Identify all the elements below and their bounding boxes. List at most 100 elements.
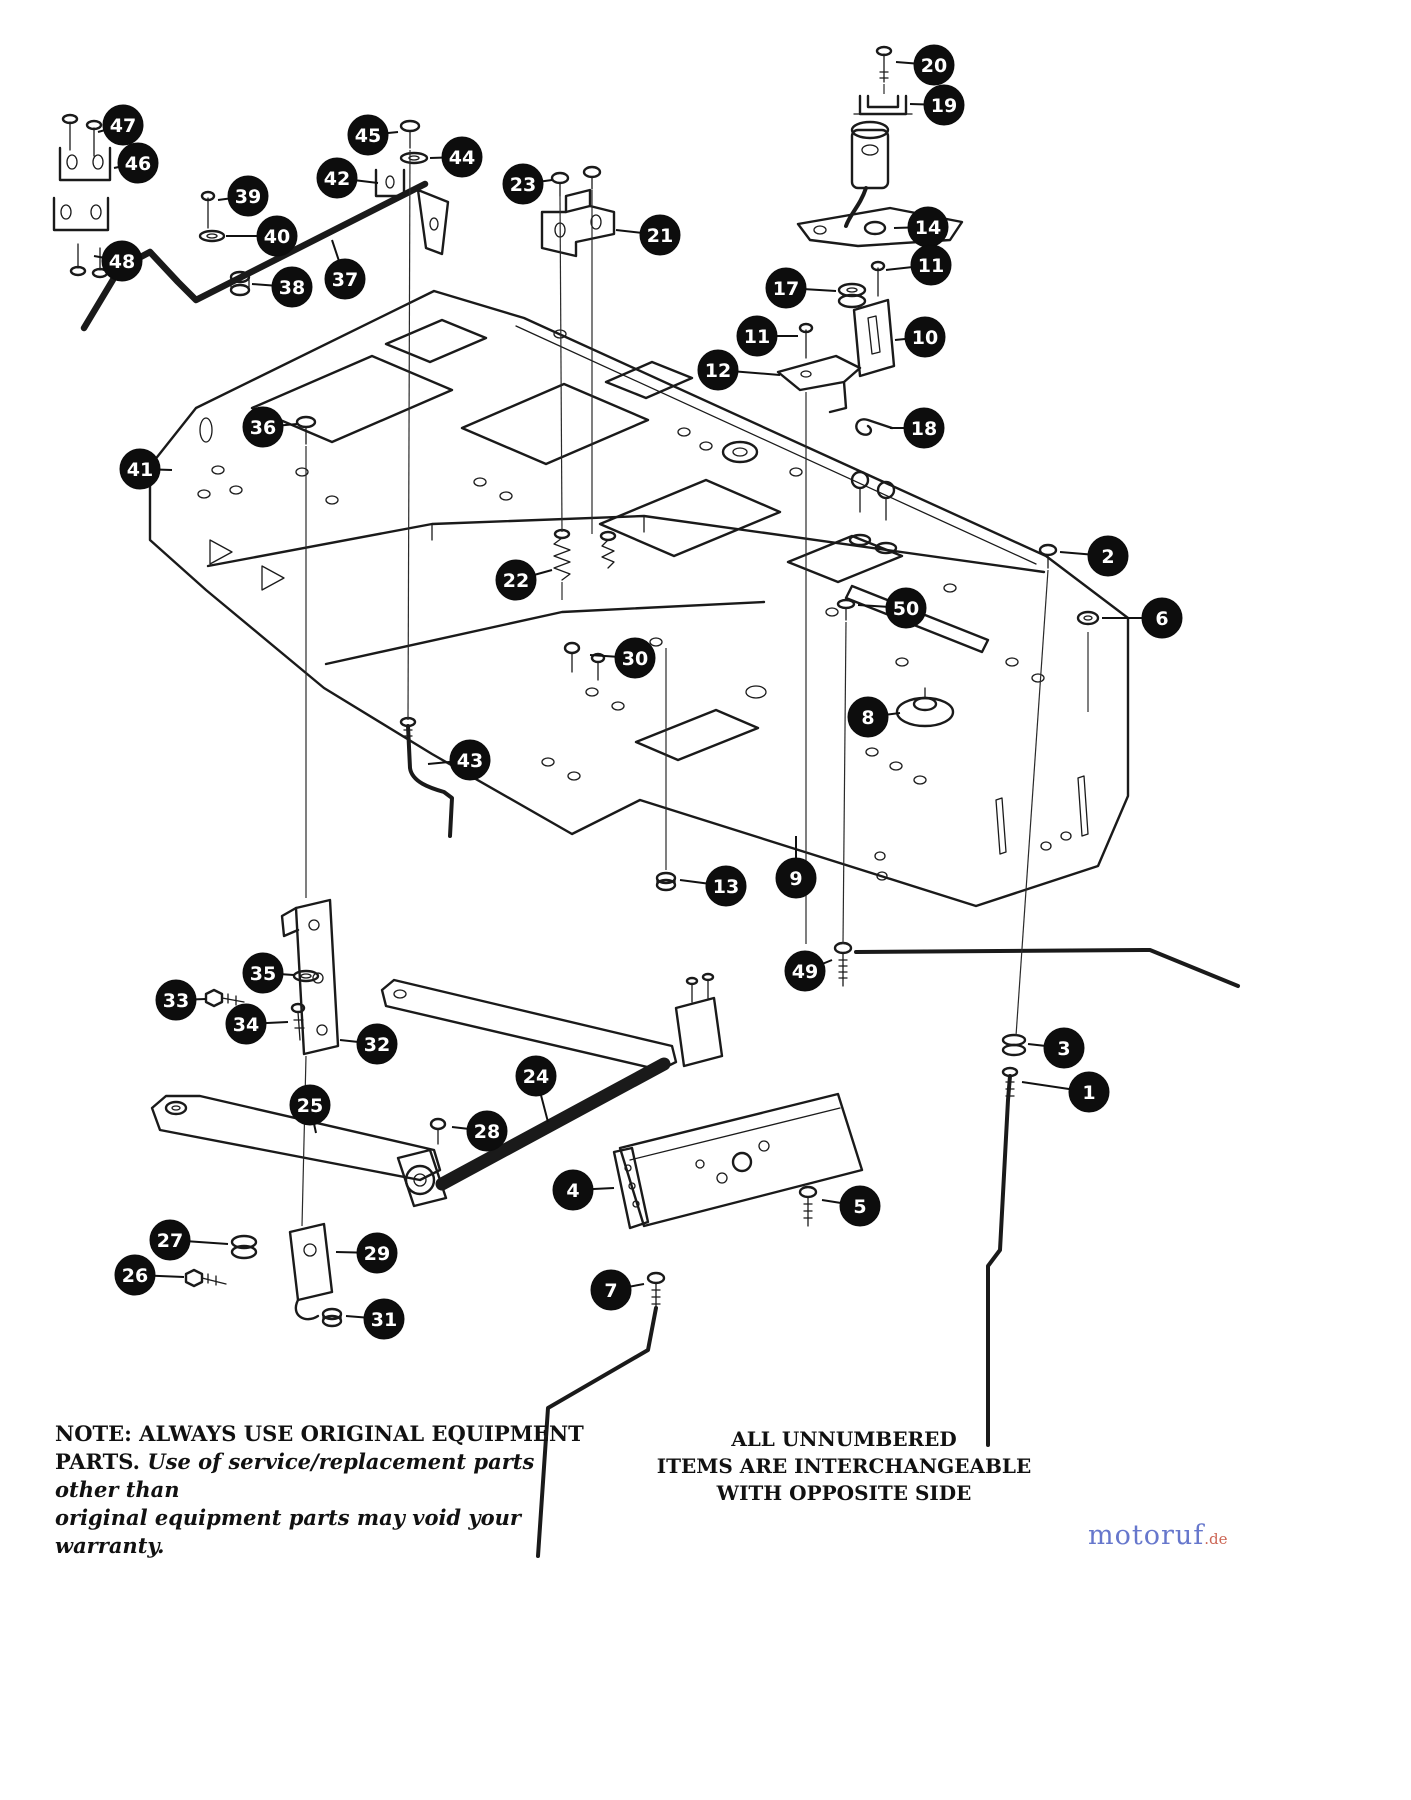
svg-text:8: 8 (861, 707, 874, 729)
callout-3: 3 (1027, 1027, 1085, 1069)
callout-12: 12 (697, 349, 781, 391)
svg-text:37: 37 (332, 269, 358, 291)
svg-text:47: 47 (110, 115, 136, 137)
callout-24: 24 (515, 1055, 557, 1123)
part-frame-chassis (148, 289, 1130, 908)
svg-text:34: 34 (233, 1014, 259, 1036)
callout-25: 25 (289, 1084, 331, 1134)
svg-text:27: 27 (157, 1230, 183, 1252)
note-line-2-rest: Use of service/replacement parts other t… (55, 1449, 535, 1502)
callout-41: 41 (119, 448, 173, 490)
note-line-1: NOTE: ALWAYS USE ORIGINAL EQUIPMENT (55, 1421, 584, 1446)
callout-19: 19 (909, 84, 965, 126)
svg-text:6: 6 (1155, 608, 1168, 630)
callout-31: 31 (345, 1298, 405, 1340)
svg-text:12: 12 (705, 360, 731, 382)
callout-2: 2 (1059, 535, 1129, 577)
svg-text:21: 21 (647, 225, 673, 247)
callout-5: 5 (821, 1185, 881, 1227)
callout-13: 13 (679, 865, 747, 907)
svg-text:25: 25 (297, 1095, 323, 1117)
note-right-line-3: WITH OPPOSITE SIDE (716, 1481, 972, 1505)
callout-26: 26 (114, 1254, 185, 1296)
callout-48: 48 (93, 240, 143, 282)
svg-text:14: 14 (915, 217, 941, 239)
svg-text:42: 42 (324, 168, 350, 190)
callout-7: 7 (590, 1269, 645, 1311)
svg-text:22: 22 (503, 570, 529, 592)
callout-38: 38 (251, 266, 313, 308)
svg-text:11: 11 (744, 326, 770, 348)
note-right-line-2: ITEMS ARE INTERCHANGEABLE (656, 1454, 1032, 1478)
svg-text:32: 32 (364, 1034, 390, 1056)
callout-36: 36 (242, 406, 298, 448)
svg-text:20: 20 (921, 55, 947, 77)
part-linkage-bottom-left (150, 898, 724, 1328)
callout-32: 32 (339, 1023, 398, 1065)
note-original-parts: NOTE: ALWAYS USE ORIGINAL EQUIPMENT PART… (55, 1420, 603, 1560)
note-line-3: original equipment parts may void your w… (55, 1505, 521, 1558)
callout-18: 18 (890, 407, 945, 449)
svg-text:45: 45 (355, 125, 381, 147)
note-line-2: PARTS. Use of service/replacement parts … (55, 1448, 603, 1504)
svg-text:39: 39 (235, 186, 261, 208)
callout-47: 47 (97, 104, 144, 146)
callout-6: 6 (1102, 597, 1183, 639)
callout-8: 8 (847, 696, 901, 738)
callout-43: 43 (427, 739, 491, 781)
callout-50: 50 (857, 587, 927, 629)
svg-text:41: 41 (127, 459, 153, 481)
svg-text:23: 23 (510, 174, 536, 196)
svg-text:5: 5 (853, 1196, 866, 1218)
svg-text:18: 18 (911, 418, 937, 440)
frame-holes (197, 329, 1072, 881)
callout-35: 35 (242, 952, 295, 994)
callout-39: 39 (217, 175, 269, 217)
callout-33: 33 (155, 979, 207, 1021)
part-plate-4 (536, 1092, 864, 1558)
svg-text:26: 26 (122, 1265, 148, 1287)
svg-text:1: 1 (1082, 1082, 1095, 1104)
svg-text:24: 24 (523, 1066, 549, 1088)
svg-text:30: 30 (622, 648, 648, 670)
note-line-2-prefix: PARTS. (55, 1449, 140, 1474)
svg-text:50: 50 (893, 598, 919, 620)
watermark: motoruf.de (1088, 1520, 1228, 1551)
svg-text:46: 46 (125, 153, 151, 175)
svg-text:9: 9 (789, 868, 802, 890)
svg-text:13: 13 (713, 876, 739, 898)
callout-11: 11 (885, 244, 952, 286)
callout-21: 21 (615, 214, 681, 256)
callout-17: 17 (765, 267, 837, 309)
note-interchangeable: ALL UNNUMBERED ITEMS ARE INTERCHANGEABLE… (648, 1426, 1040, 1507)
svg-text:7: 7 (604, 1280, 617, 1302)
callout-34: 34 (225, 1003, 289, 1045)
callout-11: 11 (736, 315, 798, 357)
svg-text:17: 17 (773, 278, 799, 300)
svg-text:11: 11 (918, 255, 944, 277)
svg-text:31: 31 (371, 1309, 397, 1331)
callout-14: 14 (893, 206, 949, 248)
callout-9: 9 (775, 836, 817, 899)
callout-44: 44 (429, 136, 483, 178)
svg-text:19: 19 (931, 95, 957, 117)
svg-text:2: 2 (1101, 546, 1114, 568)
callout-1: 1 (1021, 1071, 1110, 1113)
svg-text:36: 36 (250, 417, 276, 439)
svg-text:4: 4 (566, 1180, 579, 1202)
svg-text:28: 28 (474, 1121, 500, 1143)
part-bracket-10-12 (776, 260, 896, 436)
watermark-suffix: .de (1204, 1530, 1228, 1548)
callout-27: 27 (149, 1219, 229, 1261)
svg-text:35: 35 (250, 963, 276, 985)
callout-45: 45 (347, 114, 399, 156)
callout-46: 46 (113, 142, 159, 184)
callout-37: 37 (324, 239, 366, 300)
part-rods-right (854, 948, 1240, 1447)
callout-22: 22 (495, 559, 553, 601)
callout-10: 10 (894, 316, 946, 358)
callout-4: 4 (552, 1169, 615, 1211)
